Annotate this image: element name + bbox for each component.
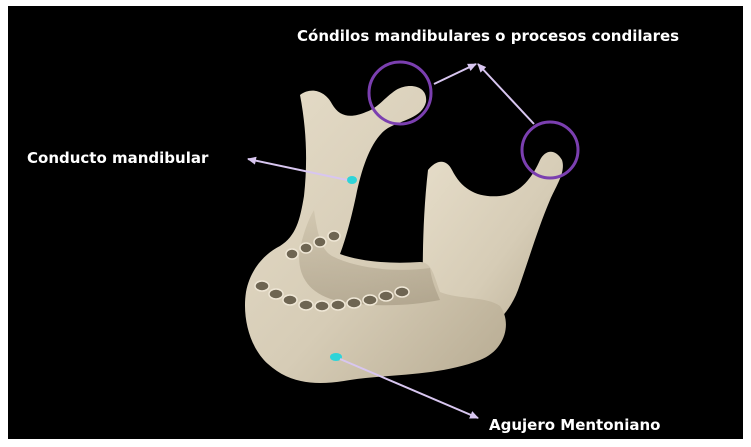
label-conducto-mandibular: Conducto mandibular (27, 149, 208, 167)
label-agujero-mentoniano: Agujero Mentoniano (489, 416, 660, 434)
label-condilos: Cóndilos mandibulares o procesos condila… (297, 27, 679, 45)
arrow-condyle-right (478, 64, 534, 124)
arrow-condyle-left (434, 64, 476, 84)
mandibular-canal-dot (347, 176, 357, 184)
